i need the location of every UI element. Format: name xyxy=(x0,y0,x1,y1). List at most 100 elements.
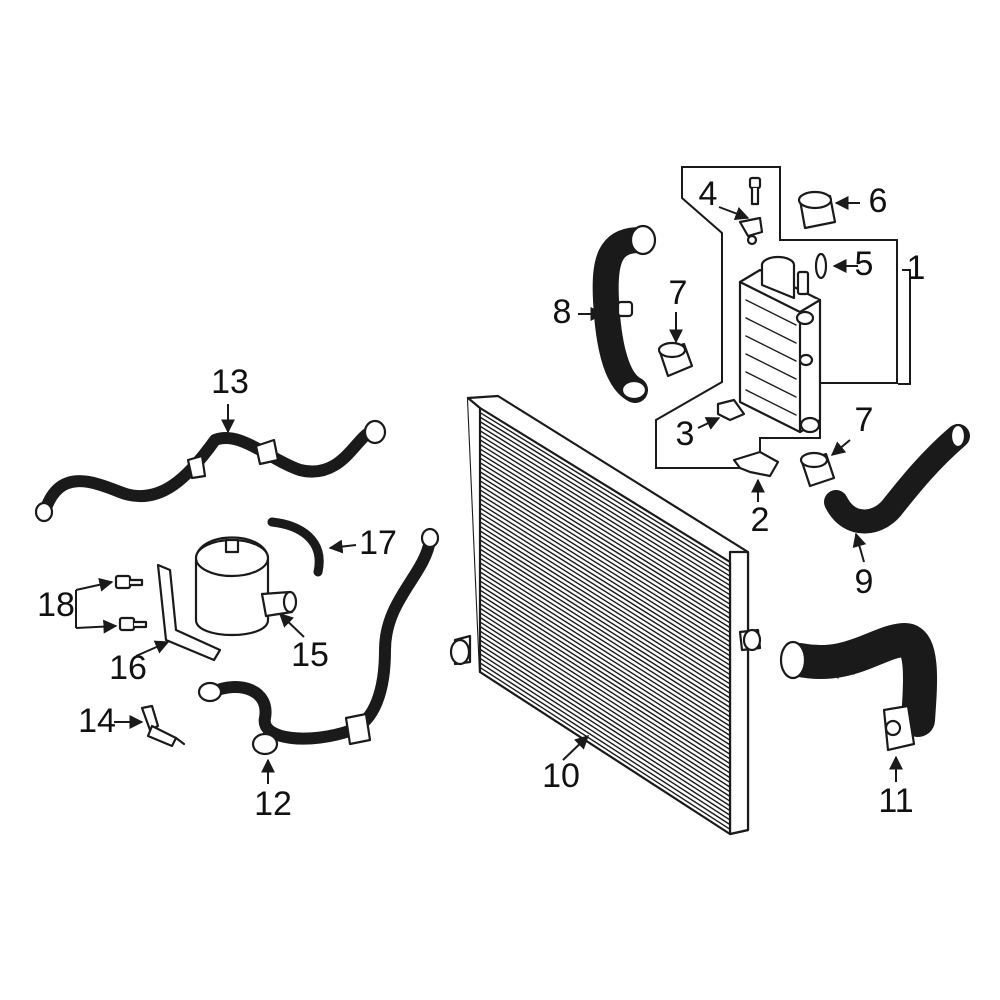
radiator-fin xyxy=(479,425,731,582)
radiator xyxy=(449,394,762,836)
radiator-fin xyxy=(479,420,731,577)
clamp xyxy=(797,190,837,230)
charge-pipe-9 xyxy=(824,423,970,534)
callout-4: 4 xyxy=(699,175,718,213)
hose-12 xyxy=(197,527,440,756)
radiator-fin xyxy=(479,625,731,788)
radiator-fin xyxy=(479,439,731,596)
radiator-fin xyxy=(479,480,731,638)
radiator-fin xyxy=(479,434,731,591)
radiator-fin xyxy=(479,589,731,751)
radiator-fin xyxy=(479,643,731,807)
callout-1: 1 xyxy=(907,249,926,287)
bracket-with-bolt xyxy=(738,176,764,246)
intake-pipe-8 xyxy=(592,224,657,403)
radiator-fin xyxy=(479,516,731,676)
intercooler xyxy=(738,255,822,434)
radiator-fin xyxy=(479,662,731,826)
coolant-hose-13 xyxy=(34,419,387,523)
radiator-fin xyxy=(479,566,731,727)
radiator-fin xyxy=(479,430,731,587)
radiator-fin xyxy=(479,534,731,695)
callout-5: 5 xyxy=(855,245,874,283)
radiator-fin xyxy=(479,416,731,573)
radiator-fin xyxy=(479,598,731,760)
radiator-fin xyxy=(479,493,731,652)
radiator-fin xyxy=(479,521,731,680)
radiator-fin xyxy=(479,471,731,629)
radiator-fin xyxy=(479,548,731,709)
radiator-fin xyxy=(479,653,731,816)
radiator-fin xyxy=(479,630,731,793)
radiator-fin xyxy=(479,461,731,619)
radiator-fin xyxy=(479,621,731,784)
radiator-fin xyxy=(479,634,731,798)
o-ring xyxy=(814,252,828,280)
callout-9: 9 xyxy=(855,563,874,601)
callout-labels: 1 2 3 4 5 6 7 7 8 9 10 11 12 13 14 15 16… xyxy=(37,175,925,823)
radiator-fin xyxy=(479,557,731,718)
radiator-fin xyxy=(479,475,731,634)
radiator-fin xyxy=(479,448,731,605)
radiator-fin xyxy=(479,593,731,755)
coupling-7b xyxy=(799,451,836,488)
callout-15: 15 xyxy=(291,636,329,674)
radiator-fin xyxy=(479,452,731,610)
callout-6: 6 xyxy=(869,182,888,220)
radiator-fin xyxy=(479,575,731,737)
radiator-fin xyxy=(479,457,731,615)
callout-2: 2 xyxy=(751,501,770,539)
radiator-fin xyxy=(479,502,731,662)
radiator-fin xyxy=(479,443,731,601)
radiator-fins xyxy=(479,411,731,831)
lower-hose-11 xyxy=(779,623,938,752)
radiator-fin xyxy=(479,466,731,624)
callout-16: 16 xyxy=(109,649,147,687)
radiator-fin xyxy=(479,489,731,648)
radiator-fin xyxy=(479,648,731,812)
clip-3 xyxy=(716,398,746,422)
callout-7-lower: 7 xyxy=(855,401,874,439)
callout-17: 17 xyxy=(359,524,397,562)
radiator-fin xyxy=(479,530,731,690)
coupling-7a xyxy=(657,341,694,378)
radiator-fin xyxy=(479,543,731,704)
radiator-fin xyxy=(479,507,731,666)
radiator-fin xyxy=(479,411,731,568)
callout-12: 12 xyxy=(254,785,292,823)
radiator-fin xyxy=(479,607,731,770)
radiator-fin xyxy=(479,584,731,746)
callout-7-upper: 7 xyxy=(669,274,688,312)
strap-17 xyxy=(267,517,324,577)
radiator-fin xyxy=(479,498,731,657)
sensor-14 xyxy=(140,704,186,748)
radiator-fin xyxy=(479,657,731,821)
radiator-fin xyxy=(479,612,731,774)
leader-lines xyxy=(75,196,911,784)
radiator-fin xyxy=(479,539,731,699)
callout-11: 11 xyxy=(878,782,913,820)
water-pump-15 xyxy=(194,536,298,636)
radiator-fin xyxy=(479,666,731,831)
callout-3: 3 xyxy=(676,415,695,453)
assembly-1-boundary xyxy=(655,166,898,469)
bracket-2 xyxy=(732,450,780,478)
callout-14: 14 xyxy=(78,702,116,740)
radiator-fin xyxy=(479,603,731,765)
radiator-fin xyxy=(479,616,731,779)
radiator-fin xyxy=(479,552,731,713)
bracket-16 xyxy=(156,563,222,662)
radiator-fin xyxy=(479,571,731,732)
radiator-fin xyxy=(479,580,731,741)
callout-13: 13 xyxy=(211,363,249,401)
callout-18: 18 xyxy=(37,586,75,624)
bolts-18 xyxy=(114,574,148,632)
radiator-fin xyxy=(479,639,731,802)
callout-10: 10 xyxy=(542,757,580,795)
radiator-fin xyxy=(479,511,731,671)
radiator-fin xyxy=(479,562,731,723)
radiator-fin xyxy=(479,525,731,685)
radiator-fin xyxy=(479,484,731,643)
callout-8: 8 xyxy=(553,293,572,331)
